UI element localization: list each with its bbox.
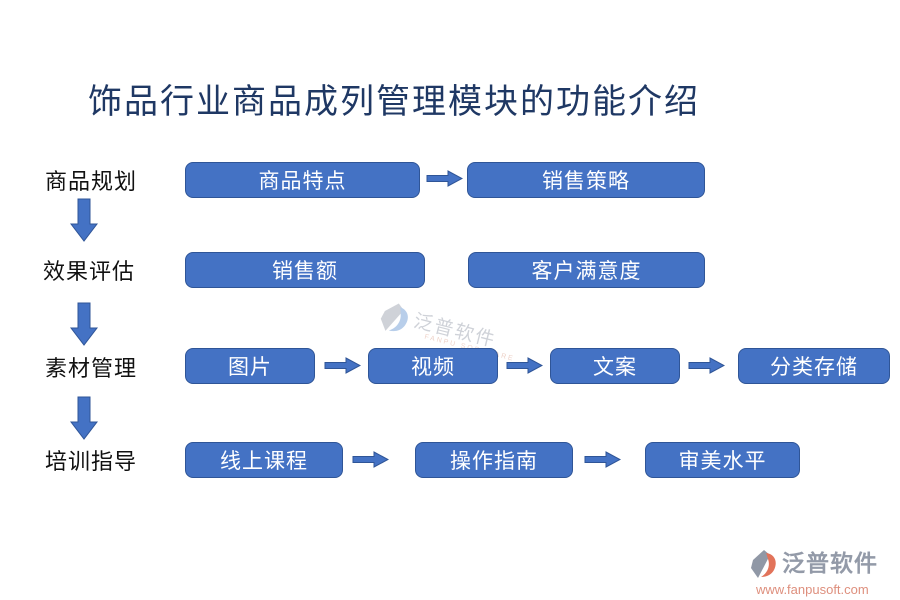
flow-box-online-courses: 线上课程 <box>185 442 343 478</box>
right-arrow-icon <box>584 451 622 468</box>
down-arrow-icon <box>69 302 99 346</box>
right-arrow-icon <box>324 357 362 374</box>
flow-box-customer-satisfaction: 客户满意度 <box>468 252 705 288</box>
page-title: 饰品行业商品成列管理模块的功能介绍 <box>88 84 700 121</box>
flow-box-sales-strategy: 销售策略 <box>467 162 705 198</box>
flow-box-video: 视频 <box>368 348 498 384</box>
right-arrow-icon <box>506 357 544 374</box>
flow-box-pictures: 图片 <box>185 348 315 384</box>
brand-url: www.fanpusoft.com <box>756 582 869 597</box>
brand-name: 泛普软件 <box>782 550 878 576</box>
down-arrow-icon <box>69 198 99 242</box>
flow-box-classified-storage: 分类存储 <box>738 348 890 384</box>
brand-footer: 泛普软件 www.fanpusoft.com <box>748 548 878 597</box>
flow-box-aesthetic-level: 审美水平 <box>645 442 800 478</box>
row-label-material-management: 素材管理 <box>44 356 137 381</box>
row-label-effect-evaluation: 效果评估 <box>42 259 135 284</box>
watermark: 泛普软件 FANPU SOFTWARE <box>373 297 521 369</box>
right-arrow-icon <box>426 170 464 187</box>
right-arrow-icon <box>688 357 726 374</box>
brand-logo-icon <box>748 548 780 585</box>
flow-box-product-features: 商品特点 <box>185 162 420 198</box>
flow-box-operation-guide: 操作指南 <box>415 442 573 478</box>
watermark-logo-icon <box>373 297 415 343</box>
flow-box-sales-amount: 销售额 <box>185 252 425 288</box>
right-arrow-icon <box>352 451 390 468</box>
row-label-product-planning: 商品规划 <box>44 169 137 194</box>
down-arrow-icon <box>69 396 99 440</box>
flow-box-copywriting: 文案 <box>550 348 680 384</box>
row-label-training-guidance: 培训指导 <box>44 449 137 474</box>
